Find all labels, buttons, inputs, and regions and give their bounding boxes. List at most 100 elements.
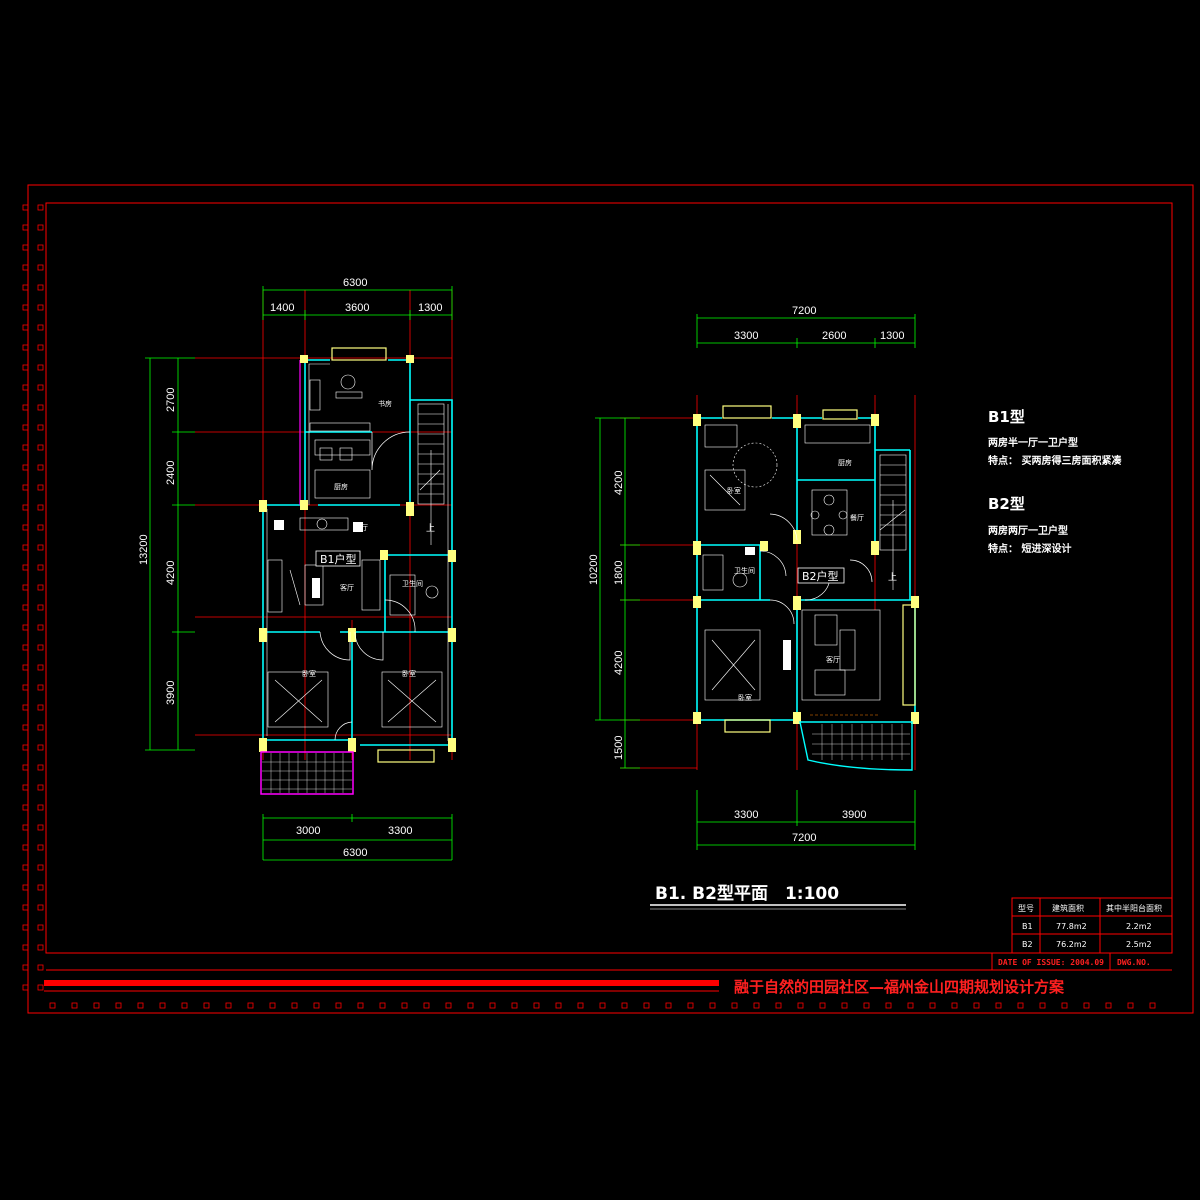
frame-tick xyxy=(753,1002,760,1009)
frame-tick xyxy=(22,384,29,391)
frame-tick xyxy=(159,1002,166,1009)
b1-dim-left-total: 13200 xyxy=(138,534,150,565)
frame-tick xyxy=(643,1002,650,1009)
b1-dim-top-2: 3600 xyxy=(345,302,369,314)
frame-tick xyxy=(357,1002,364,1009)
frame-tick xyxy=(22,224,29,231)
b1-wall-inner-lines xyxy=(266,363,449,741)
b1-columns xyxy=(259,355,456,752)
frame-tick xyxy=(22,684,29,691)
b2-furniture xyxy=(702,424,881,716)
b2-balcony xyxy=(799,721,913,771)
frame-tick xyxy=(22,964,29,971)
frame-tick xyxy=(22,624,29,631)
table-header-type: 型号 xyxy=(1018,904,1034,913)
frame-tick xyxy=(37,884,44,891)
b1-furniture xyxy=(267,374,443,728)
b2-room-bed2: 卧室 xyxy=(738,693,752,702)
frame-tick xyxy=(907,1002,914,1009)
frame-tick xyxy=(22,664,29,671)
dwg-number: DWG.NO. xyxy=(1117,958,1151,967)
b2-dim-top-total: 7200 xyxy=(792,305,816,317)
frame-tick xyxy=(37,524,44,531)
frame-tick xyxy=(687,1002,694,1009)
table-cell: 2.2m2 xyxy=(1126,922,1152,931)
frame-tick xyxy=(37,604,44,611)
frame-tick xyxy=(22,584,29,591)
frame-tick xyxy=(37,404,44,411)
frame-tick xyxy=(37,804,44,811)
table-cell: 77.8m2 xyxy=(1056,922,1087,931)
frame-tick xyxy=(467,1002,474,1009)
note-b2-line2: 特点： 短进深设计 xyxy=(988,542,1071,555)
frame-tick xyxy=(1105,1002,1112,1009)
frame-tick xyxy=(225,1002,232,1009)
frame-tick xyxy=(995,1002,1002,1009)
b2-room-dining: 餐厅 xyxy=(850,513,864,522)
frame-tick xyxy=(22,344,29,351)
frame-tick xyxy=(247,1002,254,1009)
b2-dimension-labels: 7200 3300 2600 1300 3300 3900 7200 10200… xyxy=(588,305,904,844)
frame-tick xyxy=(37,344,44,351)
table-header-balcony: 其中半阳台面积 xyxy=(1106,903,1162,913)
b2-grid-lines xyxy=(620,395,916,770)
frame-tick xyxy=(37,924,44,931)
b1-room-bath: 卫生间 xyxy=(402,579,423,588)
frame-tick xyxy=(37,564,44,571)
frame-tick xyxy=(37,544,44,551)
frame-tick xyxy=(599,1002,606,1009)
frame-tick xyxy=(22,264,29,271)
frame-tick xyxy=(37,844,44,851)
sheet-frame xyxy=(22,184,1194,1014)
frame-tick xyxy=(22,424,29,431)
frame-tick xyxy=(1039,1002,1046,1009)
frame-tick xyxy=(22,304,29,311)
b1-dim-bottom-1: 3000 xyxy=(296,825,320,837)
b1-room-kitchen: 厨房 xyxy=(334,482,348,491)
frame-tick xyxy=(511,1002,518,1009)
frame-tick xyxy=(22,924,29,931)
b1-dim-top-total: 6300 xyxy=(343,277,367,289)
frame-tick xyxy=(423,1002,430,1009)
frame-tick xyxy=(37,264,44,271)
b1-room-bed2: 卧室 xyxy=(402,669,416,678)
frame-tick xyxy=(841,1002,848,1009)
table-cell: B1 xyxy=(1022,922,1033,931)
frame-tick xyxy=(22,984,29,991)
frame-tick xyxy=(22,644,29,651)
note-b1-line1: 两房半一厅一卫户型 xyxy=(988,436,1078,449)
frame-tick xyxy=(1149,1002,1156,1009)
frame-tick xyxy=(37,664,44,671)
unit-notes: B1型 两房半一厅一卫户型 特点： 买两房得三房面积紧凑 B2型 两房两厅一卫户… xyxy=(988,408,1122,555)
plan-b2: 7200 3300 2600 1300 3300 3900 7200 10200… xyxy=(588,305,919,850)
frame-tick xyxy=(22,524,29,531)
frame-tick xyxy=(22,244,29,251)
frame-tick xyxy=(37,864,44,871)
note-b2-title: B2型 xyxy=(988,495,1025,513)
frame-tick xyxy=(22,764,29,771)
b1-dim-bottom-2: 3300 xyxy=(388,825,412,837)
b2-dim-left-4: 1500 xyxy=(613,736,625,760)
frame-tick xyxy=(819,1002,826,1009)
frame-tick xyxy=(22,704,29,711)
project-title: 融于自然的田园社区—福州金山四期规划设计方案 xyxy=(734,978,1065,996)
frame-tick xyxy=(37,964,44,971)
frame-tick xyxy=(37,384,44,391)
b2-doors xyxy=(759,513,873,625)
frame-tick xyxy=(709,1002,716,1009)
svg-text:B1户型: B1户型 xyxy=(320,552,357,566)
b1-dimension-lines xyxy=(145,286,453,861)
frame-tick xyxy=(181,1002,188,1009)
svg-text:B2户型: B2户型 xyxy=(802,569,839,583)
b2-room-kitchen: 厨房 xyxy=(838,458,852,467)
b1-room-bed1: 卧室 xyxy=(302,669,316,678)
b2-stairs xyxy=(879,454,907,590)
frame-tick xyxy=(489,1002,496,1009)
b1-dim-left-4: 3900 xyxy=(165,681,177,705)
frame-tick xyxy=(37,704,44,711)
area-table: 型号 建筑面积 其中半阳台面积 B1 77.8m2 2.2m2 B2 76.2m… xyxy=(1011,897,1173,954)
issue-date: DATE OF ISSUE: 2004.09 xyxy=(998,958,1104,967)
frame-tick xyxy=(37,624,44,631)
frame-tick xyxy=(22,204,29,211)
